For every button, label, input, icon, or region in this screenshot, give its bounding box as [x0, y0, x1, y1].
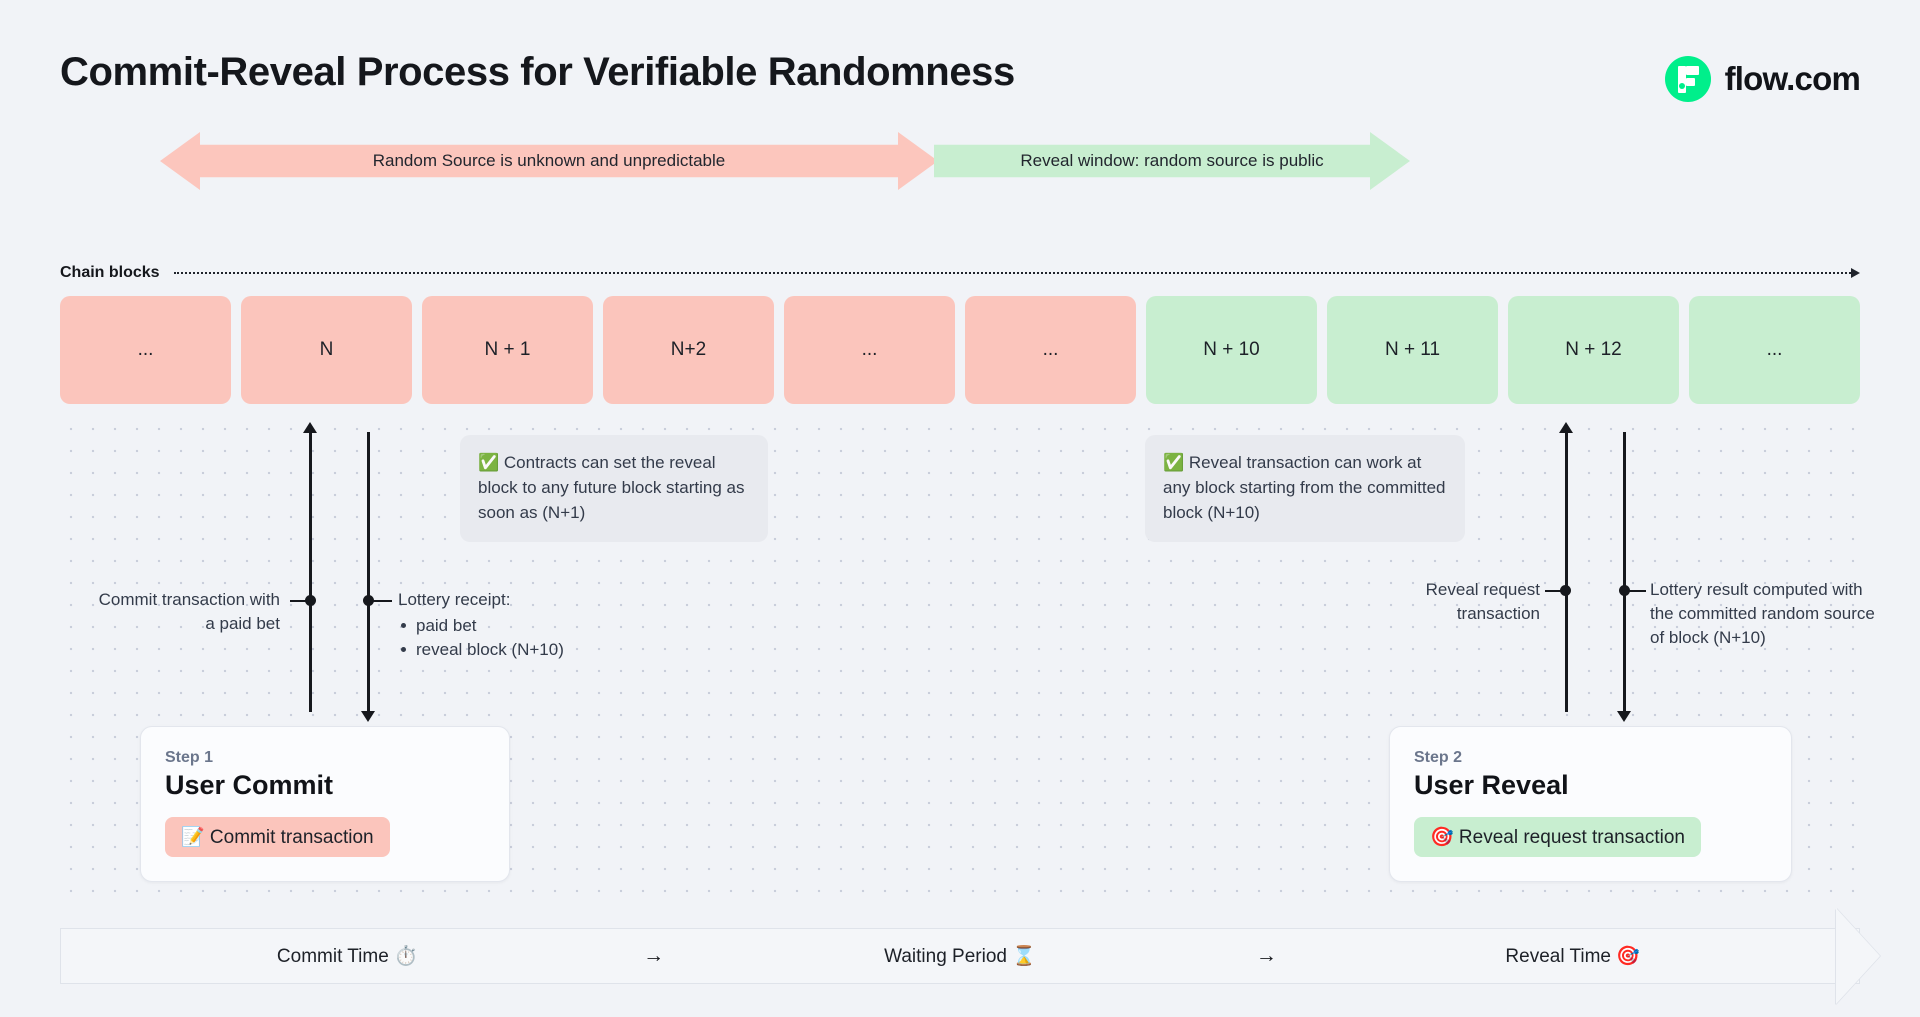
knob-reveal-request: [1560, 585, 1571, 596]
lottery-receipt-item: reveal block (N+10): [398, 638, 698, 662]
step-2-pill[interactable]: 🎯 Reveal request transaction: [1414, 817, 1701, 857]
chain-block: N + 12: [1508, 296, 1679, 404]
bottom-timeline: Commit Time ⏱️ → Waiting Period ⌛ → Reveal T…: [60, 928, 1860, 984]
chain-block: N: [241, 296, 412, 404]
flow-logo-icon: [1664, 56, 1711, 102]
brand-logo: flow.com: [1664, 56, 1861, 102]
chain-block: N + 1: [422, 296, 593, 404]
check-icon: ✅: [478, 453, 500, 472]
step-card-user-reveal[interactable]: Step 2 User Reveal 🎯 Reveal request tran…: [1389, 726, 1792, 882]
chain-block: ...: [60, 296, 231, 404]
chain-block: ...: [965, 296, 1136, 404]
tip-reveal-block: ✅ Reveal transaction can work at any blo…: [1145, 435, 1465, 542]
connector-commit: [290, 600, 312, 603]
banner-reveal-phase: Reveal window: random source is public: [934, 132, 1410, 190]
chain-axis-label: Chain blocks: [60, 264, 160, 281]
annotation-commit-transaction: Commit transaction with a paid bet: [98, 590, 280, 634]
connector-receipt: [368, 600, 392, 603]
knob-lottery-result: [1619, 585, 1630, 596]
page-title: Commit-Reveal Process for Verifiable Ran…: [60, 50, 1015, 94]
timeline-segment: Waiting Period ⌛: [884, 946, 1036, 967]
arrow-right-icon: [1851, 268, 1860, 278]
step-1-eyebrow: Step 1: [165, 749, 214, 766]
knob-receipt: [363, 595, 374, 606]
chain-block: N + 10: [1146, 296, 1317, 404]
connector-lottery-result: [1624, 590, 1646, 593]
tip-commit-block: ✅ Contracts can set the reveal block to …: [460, 435, 768, 542]
banner-unknown-phase: Random Source is unknown and unpredictab…: [160, 132, 938, 190]
check-icon: ✅: [1163, 453, 1185, 472]
lottery-receipt-item: paid bet: [398, 614, 698, 638]
marker-arrow-commit-up: [309, 432, 312, 712]
lottery-receipt-title: Lottery receipt:: [398, 590, 511, 609]
lottery-receipt-list: paid bet reveal block (N+10): [398, 614, 698, 662]
banner-reveal-label: Reveal window: random source is public: [1020, 151, 1324, 170]
marker-arrow-receipt-down: [367, 432, 370, 712]
annotation-lottery-result: Lottery result computed with the committ…: [1650, 580, 1875, 648]
step-2-eyebrow: Step 2: [1414, 749, 1463, 766]
chain-block: ...: [1689, 296, 1860, 404]
timeline-segment: Commit Time ⏱️: [276, 946, 418, 967]
annotation-lottery-receipt: Lottery receipt: paid bet reveal block (…: [398, 588, 698, 662]
knob-commit: [305, 595, 316, 606]
step-2-title: User Reveal: [1414, 770, 1569, 800]
timeline-separator-icon: →: [1255, 944, 1277, 967]
timeline-segment: Reveal Time 🎯: [1505, 946, 1640, 967]
annotation-reveal-request: Reveal request transaction: [1425, 580, 1540, 624]
chain-axis-line: [173, 272, 1851, 274]
chain-block: N+2: [603, 296, 774, 404]
step-1-title: User Commit: [165, 770, 334, 800]
step-card-user-commit[interactable]: Step 1 User Commit 📝 Commit transaction: [140, 726, 510, 882]
connector-reveal-request: [1545, 590, 1567, 593]
marker-arrow-reveal-up: [1565, 432, 1568, 712]
timeline-separator-icon: →: [643, 944, 665, 967]
marker-arrow-result-down: [1623, 432, 1626, 712]
banner-unknown-label: Random Source is unknown and unpredictab…: [372, 151, 726, 170]
chain-block: N + 11: [1327, 296, 1498, 404]
step-1-pill[interactable]: 📝 Commit transaction: [165, 817, 390, 857]
brand-name: flow.com: [1724, 60, 1861, 97]
chain-block: ...: [784, 296, 955, 404]
chain-axis: Chain blocks: [60, 264, 1860, 282]
timeline-arrow-icon: [1836, 908, 1880, 1004]
